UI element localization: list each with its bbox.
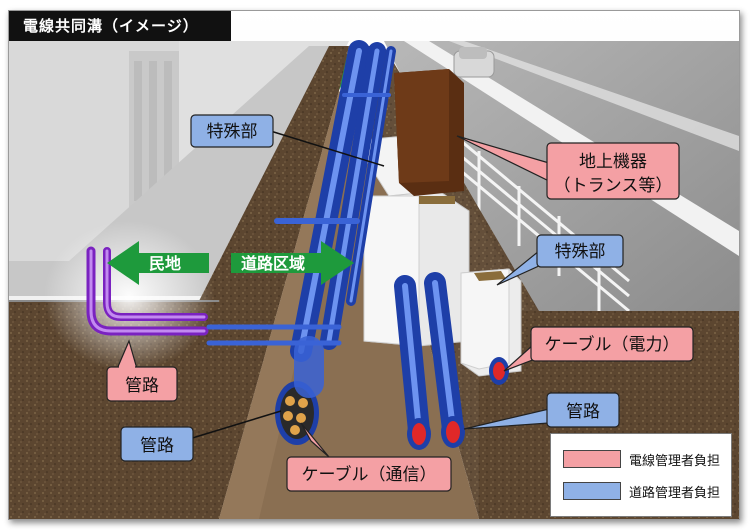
legend-swatch-road bbox=[563, 482, 621, 500]
legend: 電線管理者負担 道路管理者負担 bbox=[550, 433, 732, 517]
private-land-arrow: 民地 bbox=[107, 241, 209, 285]
power-cable-pipe bbox=[489, 357, 509, 385]
private-land-label: 民地 bbox=[149, 254, 181, 273]
trench-wall-left bbox=[199, 46, 349, 519]
special-part-box-right bbox=[460, 268, 522, 377]
svg-text:ケーブル（電力）: ケーブル（電力） bbox=[545, 334, 680, 355]
callout-conduit-right: 管路 bbox=[463, 392, 620, 430]
legend-item-electric: 電線管理者負担 bbox=[563, 448, 720, 470]
callout-special-part-top: 特殊部 bbox=[190, 114, 385, 167]
diagram-frame: 民地 道路区域 特殊部 地上機器 （トランス等） 特殊部 bbox=[8, 10, 740, 520]
svg-text:特殊部: 特殊部 bbox=[555, 242, 606, 262]
callout-ground-equipment: 地上機器 （トランス等） bbox=[456, 135, 680, 200]
callout-special-part-right: 特殊部 bbox=[496, 234, 624, 286]
svg-text:地上機器: 地上機器 bbox=[579, 152, 647, 172]
callout-cable-comm: ケーブル（通信） bbox=[286, 422, 452, 492]
ground-transformer bbox=[394, 69, 464, 204]
svg-text:特殊部: 特殊部 bbox=[207, 122, 258, 142]
callout-conduit-left: 管路 bbox=[106, 339, 178, 402]
svg-text:管路: 管路 bbox=[125, 376, 159, 396]
car bbox=[453, 47, 495, 78]
legend-item-road: 道路管理者負担 bbox=[563, 480, 720, 502]
svg-text:ケーブル（通信）: ケーブル（通信） bbox=[302, 464, 437, 485]
callout-cable-power: ケーブル（電力） bbox=[503, 326, 694, 372]
diagram-title: 電線共同溝（イメージ） bbox=[9, 11, 231, 41]
road-area-arrow: 道路区域 bbox=[231, 241, 354, 285]
sidewalk bbox=[9, 46, 349, 296]
road-area-label: 道路区域 bbox=[241, 254, 305, 273]
svg-text:（トランス等）: （トランス等） bbox=[554, 176, 673, 196]
legend-swatch-electric bbox=[563, 450, 621, 468]
private-land-conduit bbox=[86, 246, 209, 336]
legend-label-electric: 電線管理者負担 bbox=[629, 453, 721, 469]
power-conduits bbox=[394, 272, 464, 442]
callout-conduit-center: 管路 bbox=[120, 410, 282, 462]
legend-label-road: 道路管理者負担 bbox=[629, 485, 721, 501]
svg-text:管路: 管路 bbox=[566, 402, 600, 422]
comm-conduit-end bbox=[275, 381, 319, 445]
main-conduits bbox=[206, 40, 396, 362]
svg-text:管路: 管路 bbox=[140, 436, 174, 456]
trench-illustration: 民地 道路区域 特殊部 地上機器 （トランス等） 特殊部 bbox=[9, 11, 739, 519]
